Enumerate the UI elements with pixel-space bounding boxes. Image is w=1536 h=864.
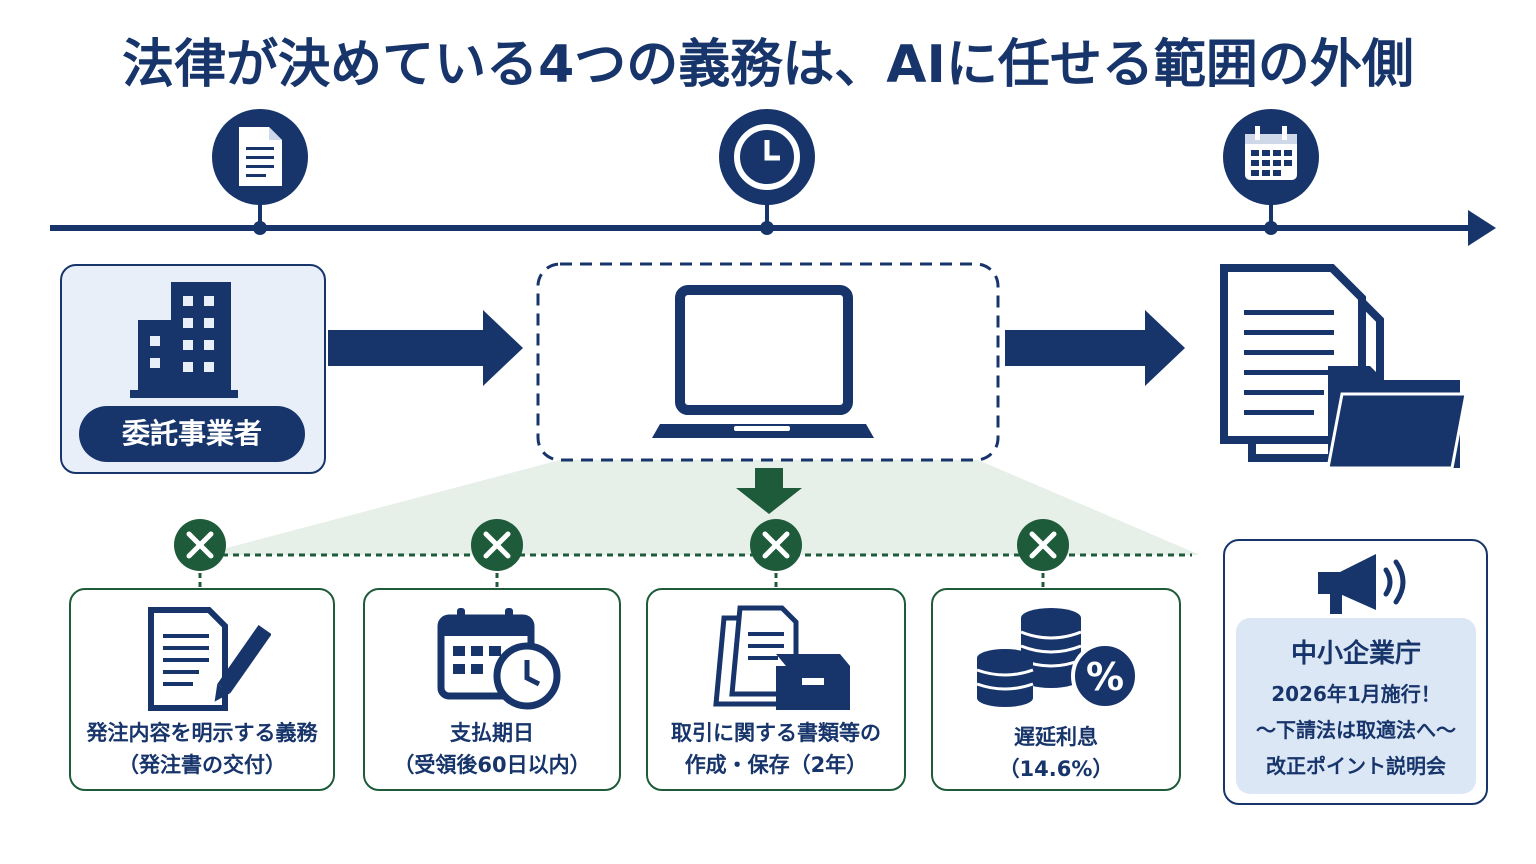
notice-inner — [1236, 618, 1476, 794]
x-marker — [471, 519, 523, 571]
document-pen-icon — [148, 607, 271, 711]
papers-box-icon — [713, 605, 850, 710]
x-marker — [174, 519, 226, 571]
arrow-client-to-laptop — [328, 310, 523, 386]
notice-line2: 〜下請法は取適法へ〜 — [1256, 718, 1456, 742]
duty-card-payment: 支払期日 （受領後60日以内） — [363, 588, 621, 791]
x-marker — [750, 519, 802, 571]
laptop-scope-box — [536, 262, 1000, 462]
documents-folder-icon — [1220, 264, 1468, 470]
svg-text:%: % — [1086, 655, 1124, 699]
clock-icon — [734, 124, 800, 190]
notice-line1: 2026年1月施行！ — [1271, 682, 1441, 706]
notice-line3: 改正ポイント説明会 — [1266, 754, 1446, 778]
megaphone-icon — [1318, 554, 1406, 614]
duty-line1: 支払期日 — [450, 721, 534, 745]
down-arrow — [736, 468, 802, 514]
notice-org: 中小企業庁 — [1290, 639, 1421, 669]
calendar-clock-icon — [437, 608, 561, 710]
x-marker — [1017, 519, 1069, 571]
duty-line1: 遅延利息 — [1014, 725, 1098, 749]
duty-line2: 作成・保存（2年） — [684, 753, 868, 777]
scope-fan — [200, 460, 1200, 555]
timeline-pin-clock — [719, 109, 815, 235]
timeline-pin-calendar — [1223, 109, 1319, 235]
client-label: 委託事業者 — [79, 406, 305, 462]
document-icon — [239, 127, 282, 186]
duty-line1: 取引に関する書類等の — [671, 721, 881, 745]
duty-line2: （14.6%） — [998, 757, 1114, 781]
page-title: 法律が決めている4つの義務は、AIに任せる範囲の外側 — [122, 35, 1414, 95]
duty-card-records: 取引に関する書類等の 作成・保存（2年） — [646, 588, 906, 791]
laptop-icon — [652, 285, 874, 438]
duty-line2: （受領後60日以内） — [393, 753, 591, 777]
duty-card-order: 発注内容を明示する義務 （発注書の交付） — [69, 588, 335, 791]
arrow-laptop-to-output — [1005, 310, 1185, 386]
duty-line2: （発注書の交付） — [118, 753, 286, 777]
duty-card-interest: % 遅延利息 （14.6%） — [931, 588, 1181, 791]
duty-line1: 発注内容を明示する義務 — [86, 721, 318, 745]
coins-percent-icon: % — [976, 608, 1139, 710]
calendar-icon — [1245, 126, 1297, 180]
timeline-pin-document — [212, 109, 308, 235]
building-icon — [130, 282, 238, 398]
timeline-arrowhead — [1468, 210, 1496, 246]
